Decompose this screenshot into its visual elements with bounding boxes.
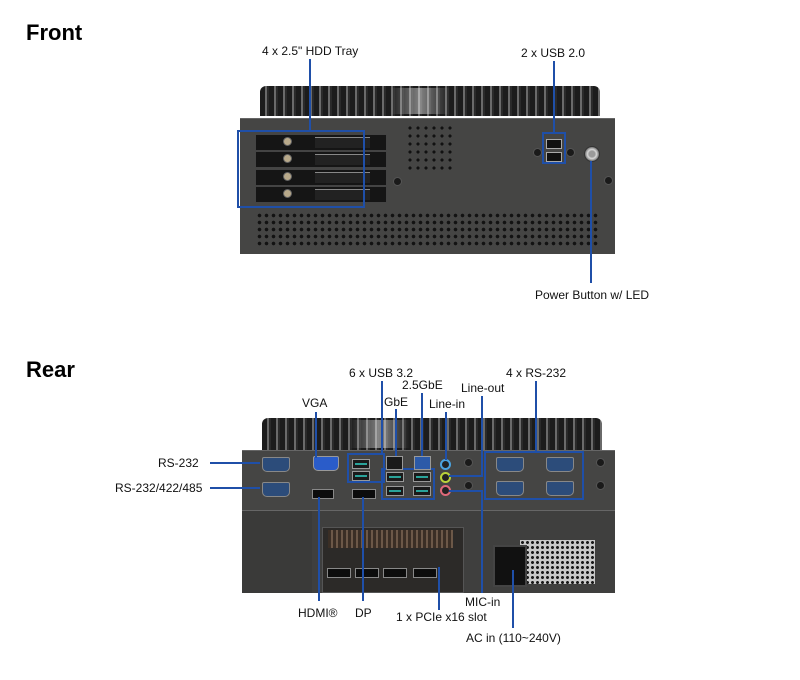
rs232-port-com1[interactable] [262,457,290,472]
usb20-port-2[interactable] [546,152,562,162]
hdmi-port[interactable] [312,489,334,499]
label-rs232-quad: 4 x RS-232 [506,366,567,380]
usb32-port-3[interactable] [386,472,404,482]
callout-line-rs232 [210,462,260,464]
callout-line-line-in [445,412,447,460]
dp-port[interactable] [352,489,376,499]
usb32-port-1[interactable] [352,459,370,469]
label-gbe25: 2.5GbE [402,378,443,392]
ac-inlet[interactable] [493,545,527,587]
usb32-port-4[interactable] [386,486,404,496]
screw [464,481,473,490]
tray-lock-icon [283,137,292,146]
rs232-port-com4[interactable] [546,457,574,472]
screw [596,458,605,467]
front-top-cover [243,84,615,118]
usb20-port-1[interactable] [546,139,562,149]
callout-line-rs232-quad [535,381,537,452]
callout-line-rs232-422-485 [210,487,260,489]
gpu-heatsink [328,530,453,548]
rs232-422-485-port-com2[interactable] [262,482,290,497]
label-rs232: RS-232 [158,456,199,470]
callout-line-gbe25 [421,393,423,456]
label-hdmi: HDMI® [298,606,338,620]
tray-handle [315,137,370,148]
gpu-hdmi-port[interactable] [413,568,437,578]
rs232-port-com3[interactable] [496,457,524,472]
line-in-jack[interactable] [440,459,451,470]
label-hdd-tray: 4 x 2.5" HDD Tray [262,44,359,58]
label-rs232-422-485: RS-232/422/485 [115,481,203,495]
rs232-quad-highlight [484,451,584,500]
rear-section-title: Rear [26,357,75,382]
line-out-jack[interactable] [440,472,451,483]
label-gbe: GbE [384,395,409,409]
tray-handle [315,189,370,200]
screw [566,148,575,157]
usb32-highlight-b [381,468,435,500]
gpu-dp-port-2[interactable] [355,568,379,578]
label-ac-in: AC in (110~240V) [466,631,561,645]
callout-line-hdmi [318,497,320,601]
usb32-port-6[interactable] [413,486,431,496]
callout-line-ac-in [512,570,514,628]
tray-lock-icon [283,189,292,198]
callout-line-power [590,161,592,283]
label-line-in: Line-in [429,397,466,411]
hdd-tray-highlight [237,130,365,208]
screw [393,177,402,186]
tray-handle [315,172,370,183]
label-power-button: Power Button w/ LED [535,288,650,302]
callout-line-usb20 [553,61,555,133]
rear-heatsink-fins [262,418,602,450]
callout-line-mic-in-h [449,490,483,492]
gpu-dp-port-3[interactable] [383,568,407,578]
front-fan-grille [406,124,452,170]
usb32-highlight-a [347,453,385,483]
screw [604,176,613,185]
callout-line-mic-in [481,490,483,593]
label-dp: DP [355,606,372,620]
screw [464,458,473,467]
gbe25-port[interactable] [414,456,431,470]
psu-fan-grille [520,540,595,584]
power-button[interactable] [584,146,600,162]
callout-line-pcie [438,567,440,610]
tray-lock-icon [283,154,292,163]
usb32-port-2[interactable] [352,471,370,481]
screw [533,148,542,157]
rs232-port-com5[interactable] [496,481,524,496]
label-pcie: 1 x PCIe x16 slot [396,610,487,624]
front-lower-vent [256,212,600,246]
rear-lower-left-panel [242,510,312,593]
label-vga: VGA [302,396,328,410]
tray-lock-icon [283,172,292,181]
callout-line-vga [315,412,317,458]
label-line-out: Line-out [461,381,505,395]
gbe-port[interactable] [386,456,403,470]
callout-line-usb32 [381,381,383,455]
front-heatsink-fins [260,86,600,116]
callout-line-gbe [395,409,397,456]
callout-line-line-out [481,396,483,476]
vga-port[interactable] [313,456,339,471]
label-mic-in: MIC-in [465,595,501,609]
label-usb20: 2 x USB 2.0 [521,46,586,60]
usb20-highlight [542,132,566,164]
callout-line-dp [362,497,364,601]
front-section-title: Front [26,20,83,45]
label-usb32: 6 x USB 3.2 [349,366,414,380]
rear-heatsink-shine [350,420,410,448]
callout-line-line-out-h [449,475,483,477]
usb32-port-5[interactable] [413,472,431,482]
screw [596,481,605,490]
tray-handle [315,154,370,165]
gpu-dp-port-1[interactable] [327,568,351,578]
front-heatsink-shine [390,88,450,114]
rs232-port-com6[interactable] [546,481,574,496]
callout-line-hdd [309,59,311,131]
